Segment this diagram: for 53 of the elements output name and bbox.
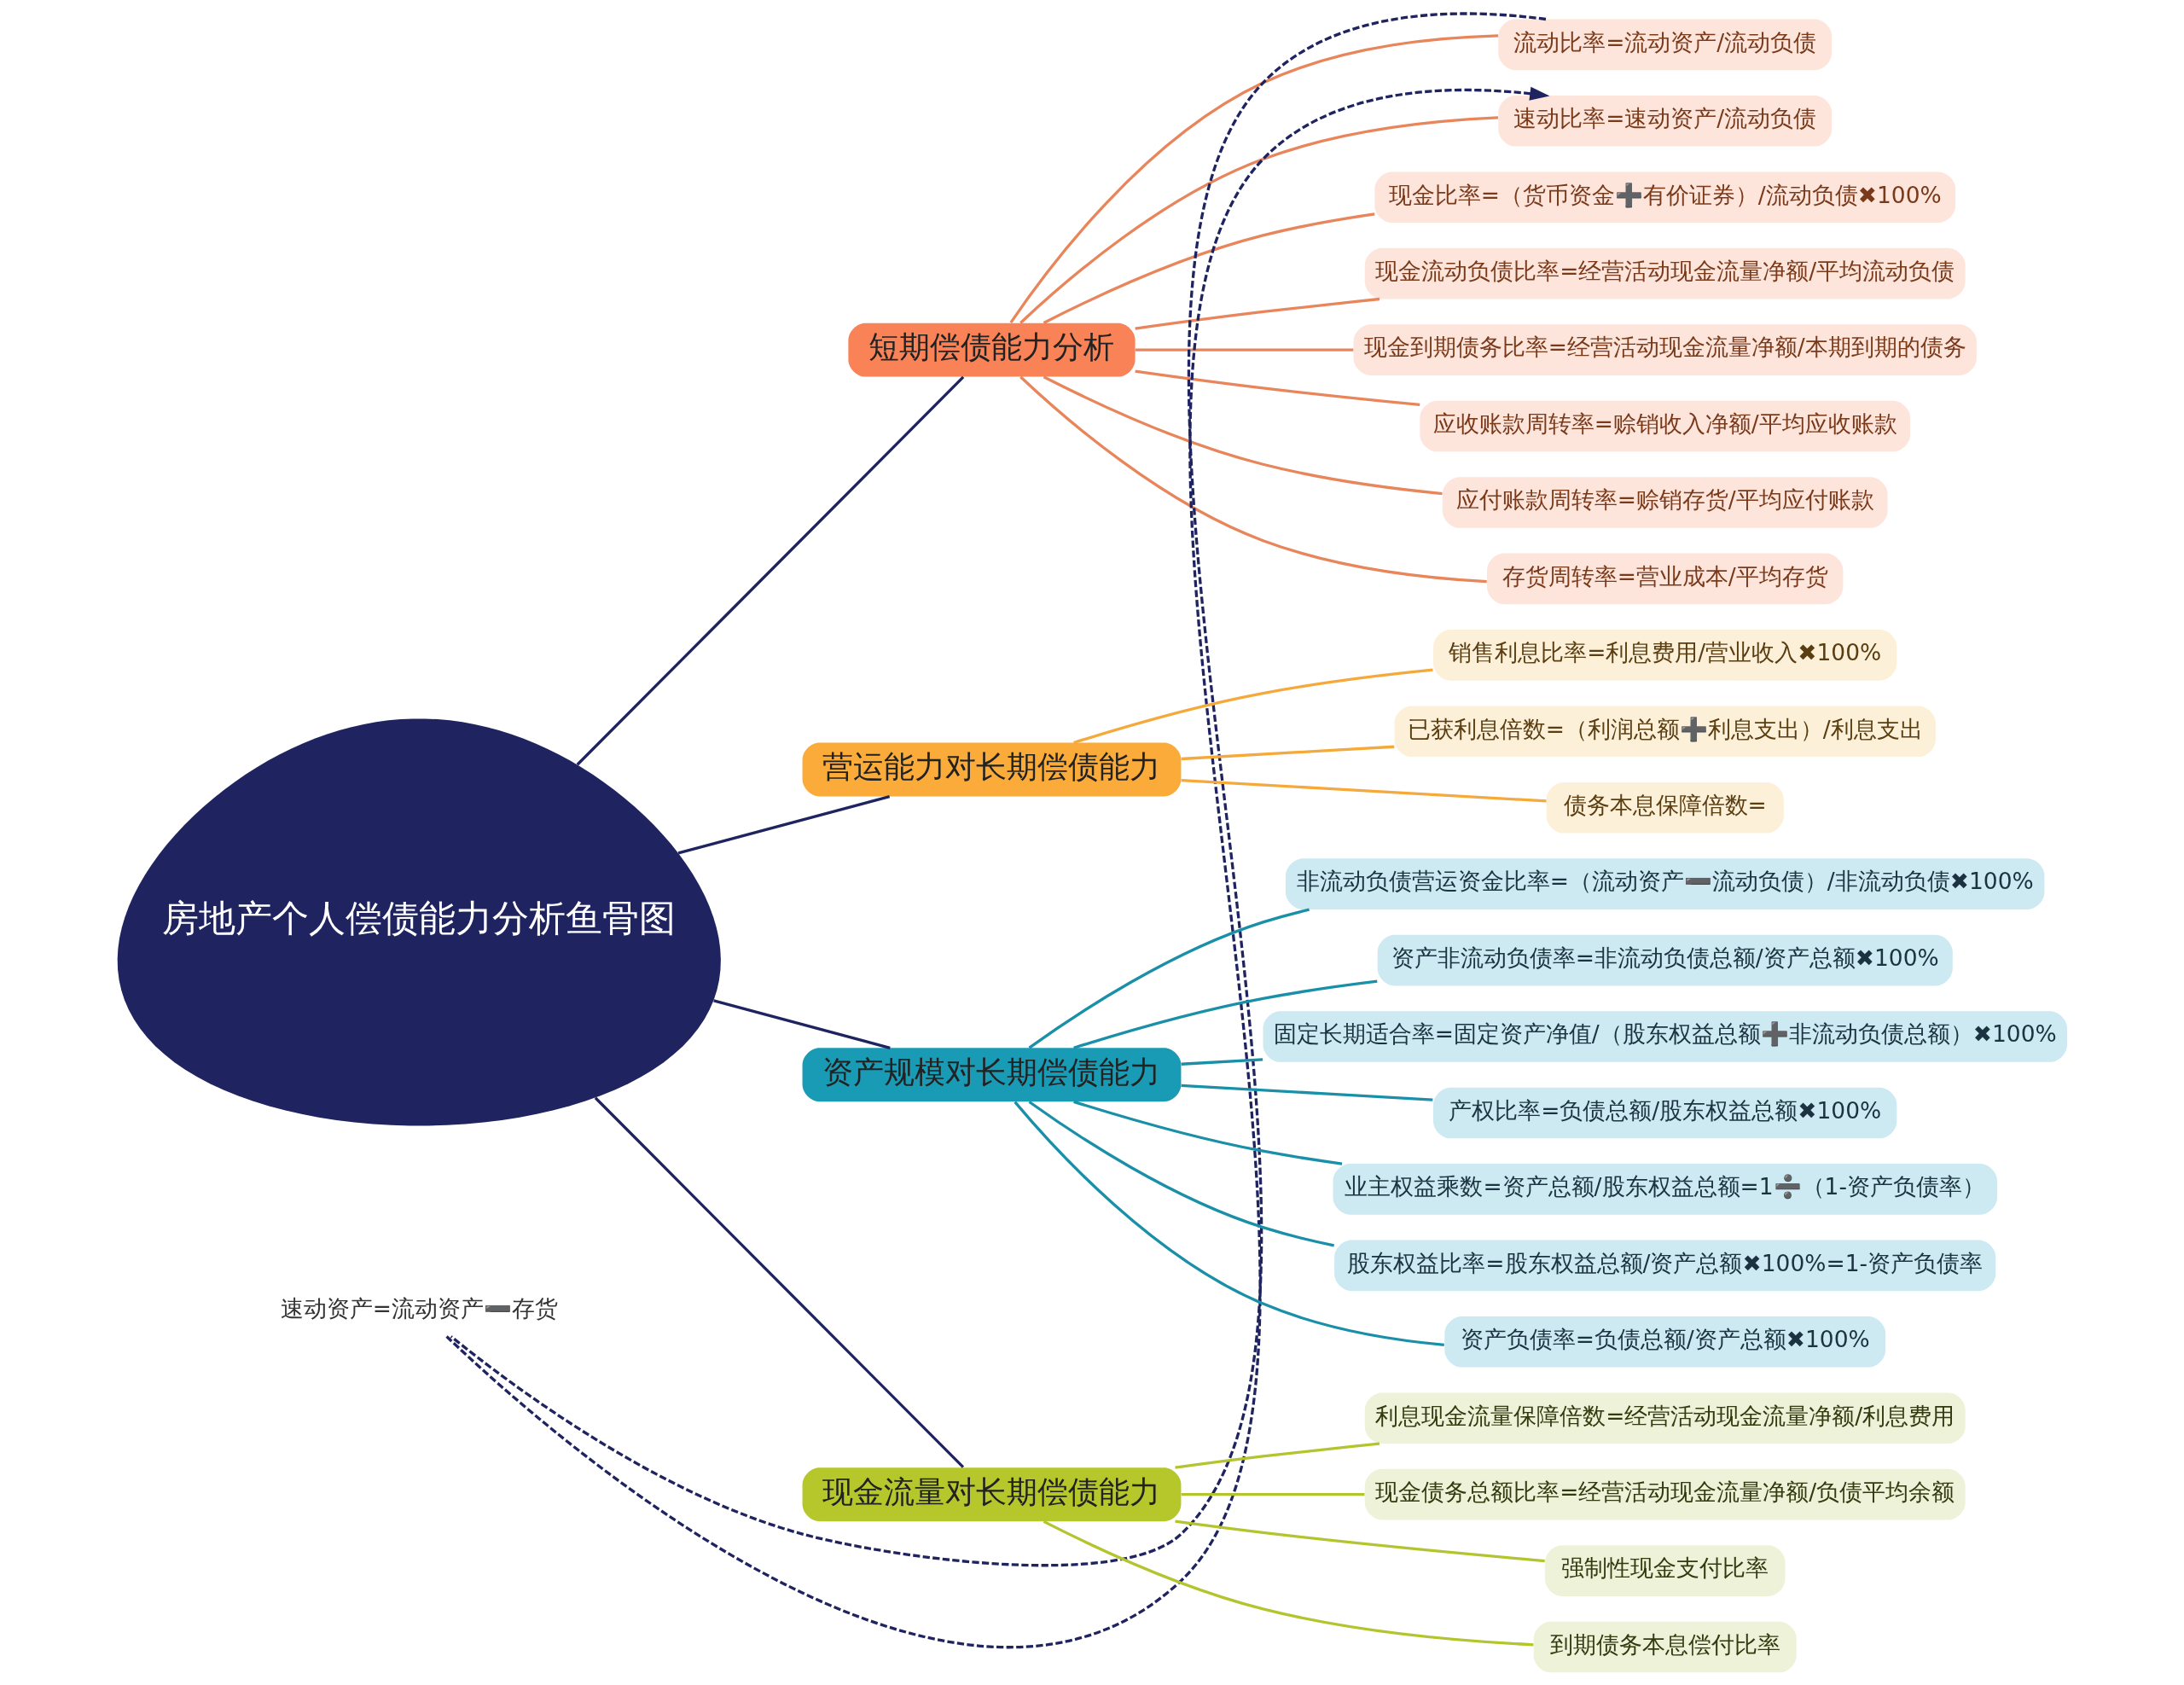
- connector: [1181, 745, 1394, 760]
- node-box: 营运能力对长期偿债能力: [802, 742, 1181, 796]
- connector: [1013, 1101, 1444, 1346]
- node-box: 股东权益比率=股东权益总额/资产总额✖100%=1-资产负债率: [1333, 1240, 1995, 1291]
- connector: [1181, 1492, 1364, 1496]
- node-box: 业主权益乘数=资产总额/股东权益总额=1➗（1-资产负债率）: [1333, 1163, 1997, 1215]
- node-box: 存货周转率=营业成本/平均存货: [1486, 553, 1843, 604]
- connector: [1043, 1519, 1533, 1646]
- node-box: 债务本息保障倍数=: [1546, 781, 1784, 834]
- connector: [1181, 1057, 1263, 1066]
- connector: [1174, 1441, 1380, 1469]
- connector: [594, 1096, 964, 1468]
- node-box: 现金债务总额比率=经营活动现金流量净额/负债平均余额: [1364, 1468, 1966, 1519]
- connector: [1008, 33, 1498, 323]
- node-box: 到期债务本息偿付比率: [1533, 1621, 1797, 1672]
- node-box: 产权比率=负债总额/股东权益总额✖100%: [1432, 1087, 1896, 1138]
- node-box: 资产规模对长期偿债能力: [802, 1047, 1181, 1101]
- node-box: 现金流动负债比率=经营活动现金流量净额/平均流动负债: [1364, 247, 1966, 299]
- node-text: 速动资产=流动资产➖存货: [280, 1294, 558, 1322]
- node-box: 应付账款周转率=赊销存货/平均应付账款: [1442, 476, 1888, 528]
- node-box: 固定长期适合率=固定资产净值/（股东权益总额➕非流动负债总额）✖100%: [1263, 1010, 2067, 1062]
- node-box: 非流动负债营运资金比率=（流动资产➖流动负债）/非流动负债✖100%: [1285, 857, 2044, 909]
- connector: [712, 998, 891, 1049]
- node-box: 已获利息倍数=（利润总额➕利息支出）/利息支出: [1394, 706, 1936, 757]
- node-box: 应收账款周转率=赊销收入净额/平均应收账款: [1419, 400, 1910, 451]
- connector: [1072, 979, 1377, 1049]
- connector: [1028, 908, 1310, 1049]
- node-box: 资产非流动负债率=非流动负债总额/资产总额✖100%: [1377, 934, 1953, 985]
- connector: [1135, 347, 1353, 352]
- connector: [1134, 297, 1380, 330]
- connector: [1028, 1100, 1334, 1246]
- node-box: 利息现金流量保障倍数=经营活动现金流量净额/利息费用: [1364, 1392, 1966, 1444]
- connector: [1174, 1519, 1545, 1562]
- connector: [1181, 778, 1547, 803]
- node-box: 资产负债率=负债总额/资产总额✖100%: [1443, 1316, 1885, 1368]
- node-box: 速动比率=速动资产/流动负债: [1497, 95, 1832, 147]
- node-box: 现金流量对长期偿债能力: [802, 1467, 1181, 1521]
- connector: [576, 375, 964, 765]
- connector: [1043, 375, 1443, 495]
- connector: [1072, 1100, 1342, 1165]
- node-box: 现金比率=（货币资金➕有价证券）/流动负债✖100%: [1374, 171, 1955, 223]
- node-box: 现金到期债务比率=经营活动现金流量净额/本期到期的债务: [1353, 323, 1977, 375]
- node-box: 流动比率=流动资产/流动负债: [1497, 19, 1832, 70]
- connector: [1043, 212, 1374, 324]
- connector: [677, 794, 890, 855]
- connector: [1134, 369, 1420, 406]
- connector: [1019, 115, 1498, 324]
- node-box: 强制性现金支付比率: [1544, 1544, 1785, 1596]
- connector: [1072, 668, 1433, 744]
- node-box: 短期偿债能力分析: [847, 322, 1136, 377]
- connector: [1019, 375, 1487, 583]
- connector: [1181, 1084, 1432, 1101]
- node-box: 销售利息比率=利息费用/营业收入✖100%: [1432, 629, 1896, 681]
